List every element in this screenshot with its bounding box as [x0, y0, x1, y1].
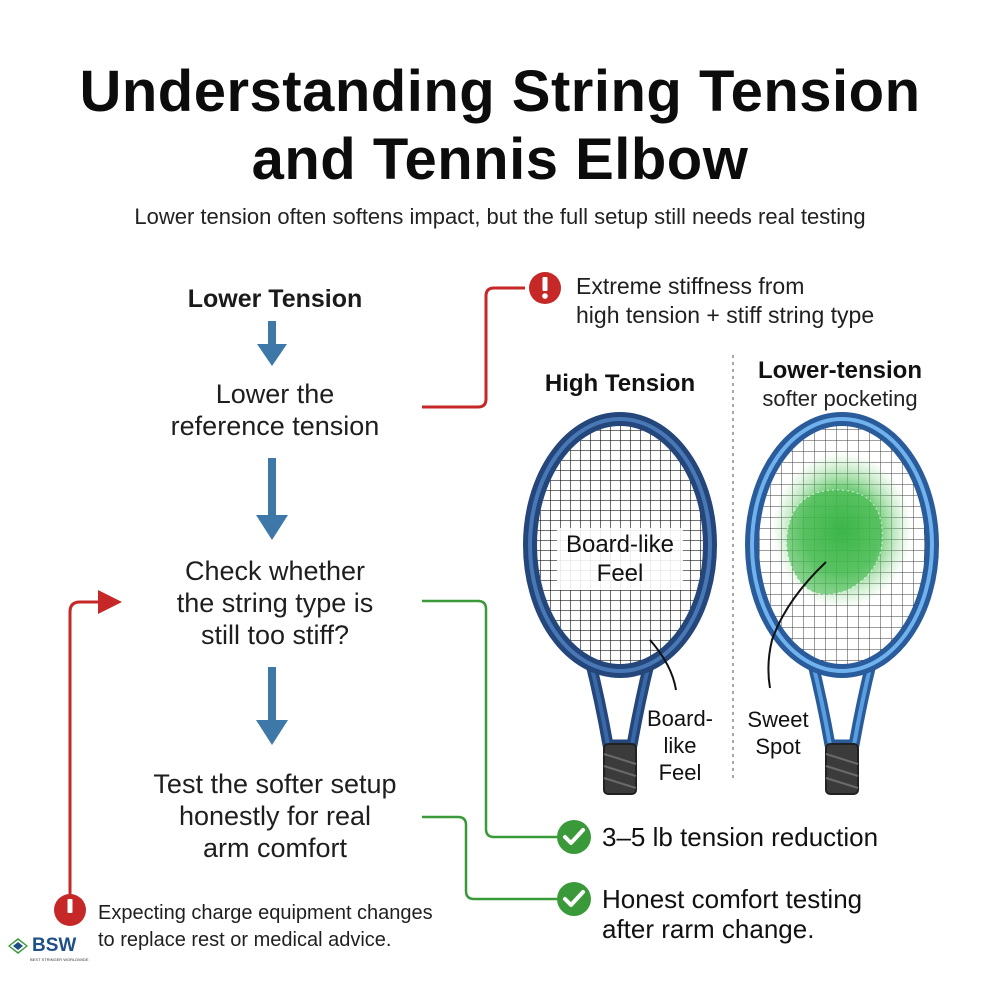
page-title: Understanding String Tension and Tennis … [0, 58, 1000, 194]
logo-tagline: BEST STRINGER WORLDWIDE [30, 957, 89, 962]
board-like-callout: Board- like Feel [640, 705, 720, 786]
check-icon-1 [557, 820, 591, 854]
flow-step-3: Test the softer setup honestly for real … [105, 768, 445, 864]
sweet-spot-callout-line-1: Sweet [747, 707, 809, 732]
green-connector-1 [422, 599, 557, 839]
board-like-callout-line-3: Feel [658, 760, 702, 785]
lower-tension-sublabel: softer pocketing [762, 386, 918, 411]
flow-step-1-line-2: reference tension [170, 411, 380, 441]
flow-step-3-line-2: honestly for real [178, 801, 372, 831]
warning-top-line-1: Extreme stiffness from [576, 273, 805, 299]
logo-emblem [8, 938, 28, 954]
flow-step-2-line-3: still too stiff? [200, 620, 350, 650]
title-line-1: Understanding String Tension [79, 59, 921, 124]
flow-step-1-line-1: Lower the [215, 379, 335, 409]
sweet-spot-callout-line-2: Spot [755, 734, 801, 759]
board-like-overlay: Board-like Feel [555, 530, 685, 588]
warning-top-line-2: high tension + stiff string type [576, 302, 875, 328]
red-loop-arrowhead [98, 590, 122, 614]
check-item-2-line-2: after rarm change. [602, 914, 815, 944]
logo-text: BSW [32, 935, 77, 956]
check-item-2: Honest comfort testing after rarm change… [602, 884, 862, 944]
flow-arrow-1 [257, 321, 287, 366]
red-connector-top [422, 286, 525, 409]
warning-bottom-line-2: to replace rest or medical advice. [98, 929, 392, 951]
flow-step-2-line-2: the string type is [176, 588, 374, 618]
flow-step-3-line-1: Test the softer setup [153, 769, 397, 799]
alert-icon-top [529, 272, 561, 304]
green-connector-2 [422, 815, 557, 901]
check-item-1: 3–5 lb tension reduction [602, 822, 879, 852]
red-feedback-loop [68, 600, 100, 895]
flow-step-3-line-3: arm comfort [202, 833, 348, 863]
flow-step-2: Check whether the string type is still t… [105, 555, 445, 651]
board-like-callout-line-1: Board- [646, 706, 714, 731]
flow-step-2-line-1: Check whether [184, 556, 366, 586]
board-like-overlay-line-1: Board-like [565, 531, 675, 558]
check-item-2-line-1: Honest comfort testing [602, 884, 863, 914]
page-subtitle: Lower tension often softens impact, but … [134, 204, 866, 229]
flow-arrow-2 [256, 458, 288, 540]
board-like-overlay-line-2: Feel [596, 560, 644, 587]
warning-bottom: Expecting charge equipment changes to re… [98, 900, 433, 954]
alert-icon-bottom [54, 894, 86, 926]
high-tension-label: High Tension [544, 370, 696, 397]
lower-tension-label: Lower-tension [757, 357, 922, 384]
warning-top: Extreme stiffness from high tension + st… [576, 272, 874, 330]
sweet-spot-callout: Sweet Spot [738, 706, 818, 760]
lower-tension-racket [745, 412, 939, 795]
board-like-callout-line-2: like [663, 733, 697, 758]
title-line-2: and Tennis Elbow [251, 127, 749, 192]
high-tension-racket [523, 412, 717, 795]
check-icon-2 [557, 882, 591, 916]
flow-step-1: Lower the reference tension [105, 378, 445, 442]
flow-arrow-3 [256, 667, 288, 745]
flow-heading: Lower Tension [187, 285, 363, 313]
warning-bottom-line-1: Expecting charge equipment changes [98, 902, 433, 924]
